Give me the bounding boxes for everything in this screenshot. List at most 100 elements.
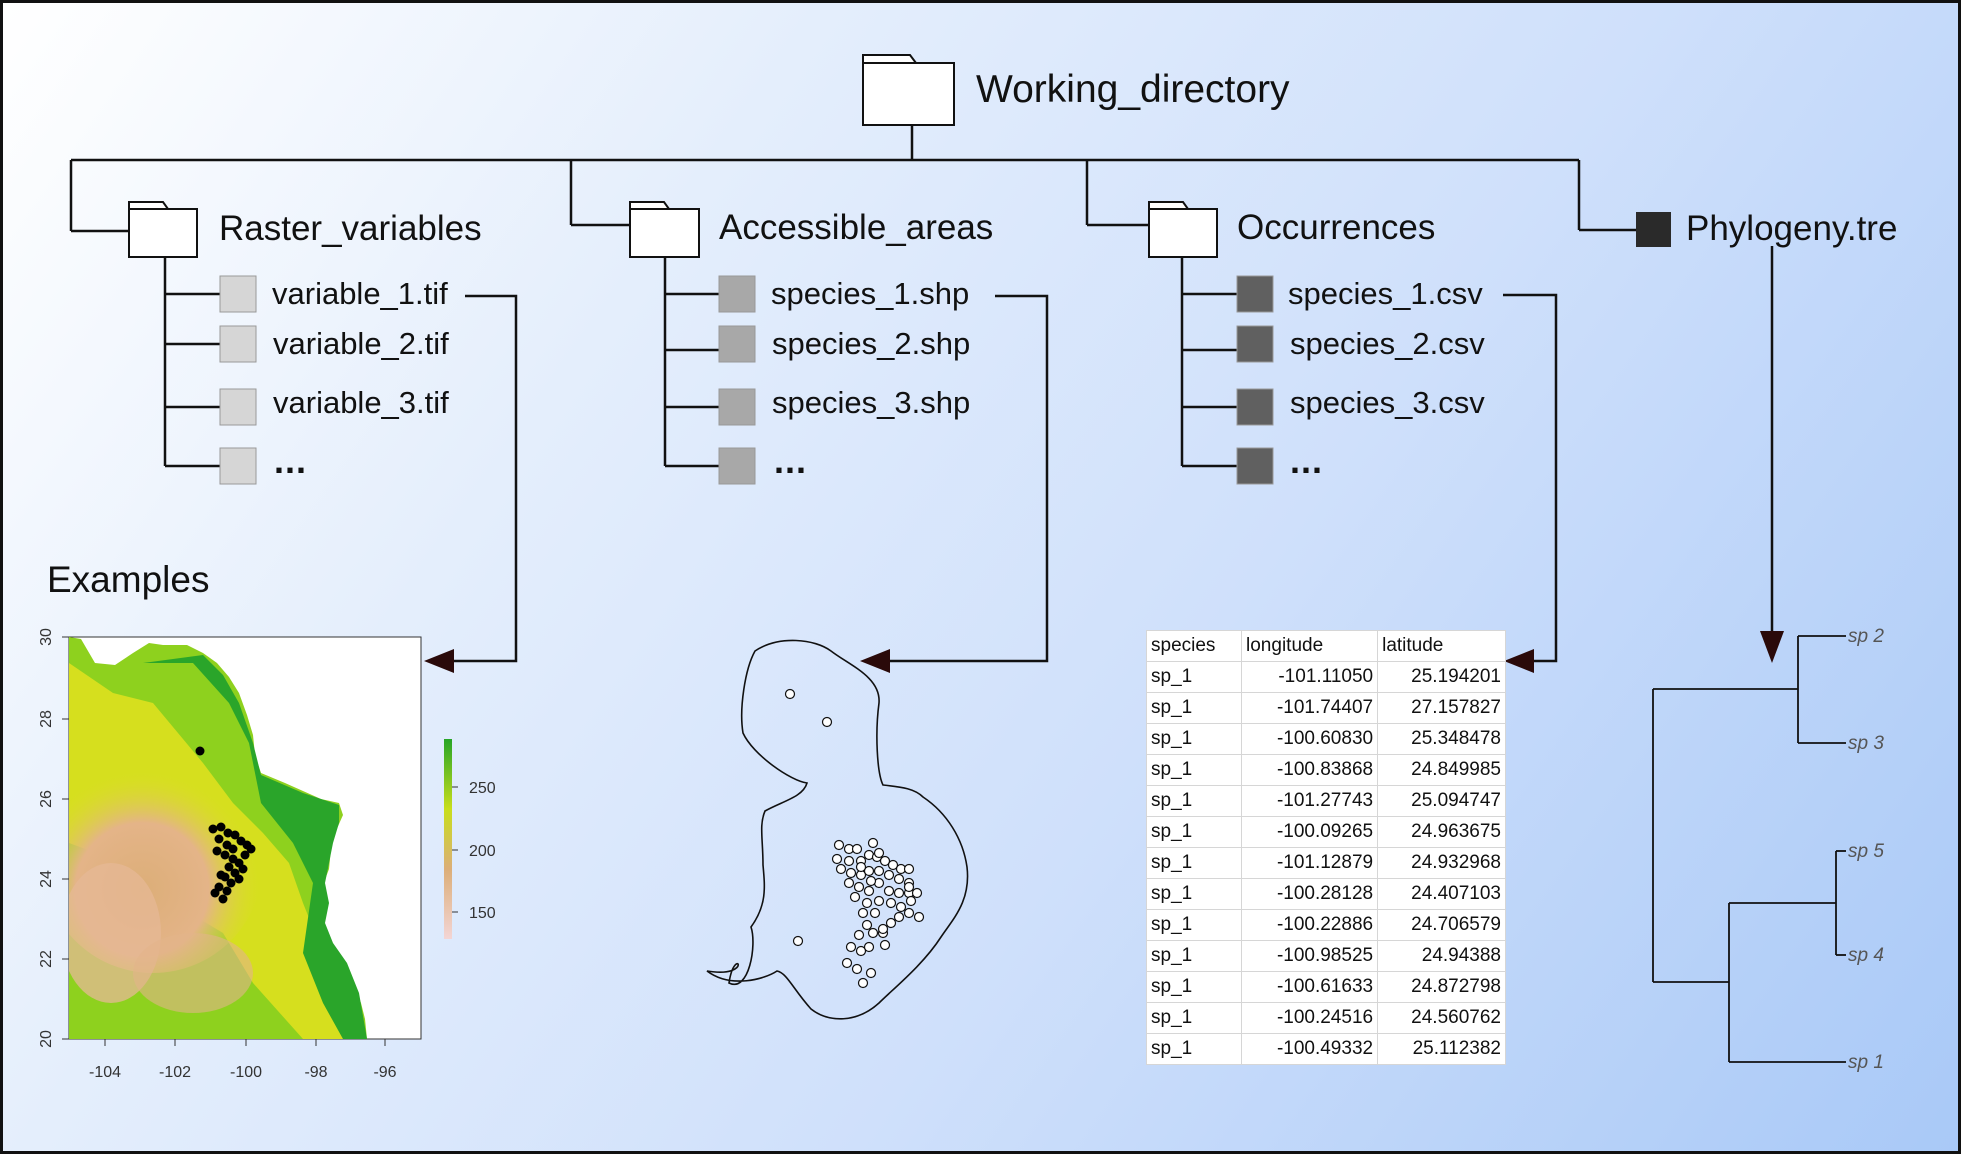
phylogeny-file-label: Phylogeny.tre [1686,209,1898,248]
accessible-point [784,688,796,700]
accessible-point [865,875,877,887]
accessible-point [861,897,873,909]
x-tick-label: -100 [230,1064,262,1081]
accessible-point [861,919,873,931]
accessible-point [851,843,863,855]
phylogeny-tip-label: sp 4 [1848,945,1884,966]
folder-label-raster: Raster_variables [219,209,482,248]
accessible-point [843,855,855,867]
accessible-point [843,877,855,889]
phylogeny-tips: sp 2sp 3sp 5sp 4sp 1 [1848,626,1884,1073]
accessible-point [895,901,907,913]
file-label-ellipsis: ... [274,440,308,481]
legend-tick-label: 150 [469,905,496,922]
accessible-point [857,907,869,919]
table-cell: -100.22886 [1241,909,1379,941]
directory-tree-connectors [69,125,1774,663]
table-cell: sp_1 [1145,909,1243,941]
y-tick-label: 24 [38,870,55,888]
examples-heading: Examples [47,559,210,600]
table-column-header: longitude [1241,630,1379,662]
map-occurrence-point [218,894,228,904]
map-occurrence-point [226,878,236,888]
accessible-point [873,865,885,877]
table-cell: -101.74407 [1241,692,1379,724]
table-cell: 25.112382 [1377,1033,1506,1065]
folder-icon-occurrences [1148,201,1218,258]
table-cell: sp_1 [1145,878,1243,910]
accessible-point [853,881,865,893]
legend-tick-label: 250 [469,780,496,797]
root-folder-icon [862,54,955,126]
folder-label-occurrences: Occurrences [1237,208,1436,247]
table-cell: sp_1 [1145,785,1243,817]
folder-label-accessible: Accessible_areas [719,208,994,247]
file-icons [219,212,1671,485]
accessible-point [853,929,865,941]
table-cell: 25.348478 [1377,723,1506,755]
accessible-point [835,863,847,875]
file-icon [219,275,257,313]
file-icon [1236,275,1274,313]
table-cell: 27.157827 [1377,692,1506,724]
phylogeny-tip-label: sp 2 [1848,626,1884,647]
accessible-point [879,939,891,951]
accessible-point [893,887,905,899]
y-tick-label: 26 [38,790,55,808]
table-cell: sp_1 [1145,1002,1243,1034]
table-cell: 24.94388 [1377,940,1506,972]
accessible-point [845,941,857,953]
table-cell: -101.12879 [1241,847,1379,879]
file-label-ellipsis: ... [774,440,808,481]
accessible-point [863,865,875,877]
x-tick-label: -96 [373,1064,396,1081]
map-occurrence-point [238,864,248,874]
table-cell: -100.61633 [1241,971,1379,1003]
arrowheads [424,631,1784,673]
accessible-point [893,911,905,923]
accessible-point [849,891,861,903]
x-tick-label: -98 [304,1064,327,1081]
phylogeny-tree [1652,635,1846,1063]
accessible-point [903,881,915,893]
file-label: species_3.shp [772,385,971,420]
table-cell: 25.094747 [1377,785,1506,817]
root-folder-label: Working_directory [976,68,1290,111]
table-cell: -101.27743 [1241,785,1379,817]
arrowhead [424,649,454,673]
accessible-point [867,837,879,849]
map-occurrence-point [214,834,224,844]
table-cell: -100.09265 [1241,816,1379,848]
accessible-point [841,957,853,969]
table-cell: 24.706579 [1377,909,1506,941]
arrowhead [1504,649,1534,673]
table-cell: -100.24516 [1241,1002,1379,1034]
file-icon [718,388,756,426]
file-label: species_1.csv [1288,276,1483,311]
accessible-area-outline [706,639,969,1020]
table-cell: -101.11050 [1241,661,1379,693]
accessible-point [905,895,917,907]
file-icon [1236,325,1274,363]
file-icon [718,447,756,485]
accessible-point [851,963,863,975]
map-occurrence-point [246,844,256,854]
file-label-ellipsis: ... [1290,440,1324,481]
y-tick-label: 30 [38,628,55,646]
accessible-point [869,907,881,919]
folder-icon-accessible [629,201,700,258]
arrowhead [1760,631,1784,663]
map-occurrence-point [224,862,234,872]
accessible-point [903,907,915,919]
accessible-point [821,716,833,728]
